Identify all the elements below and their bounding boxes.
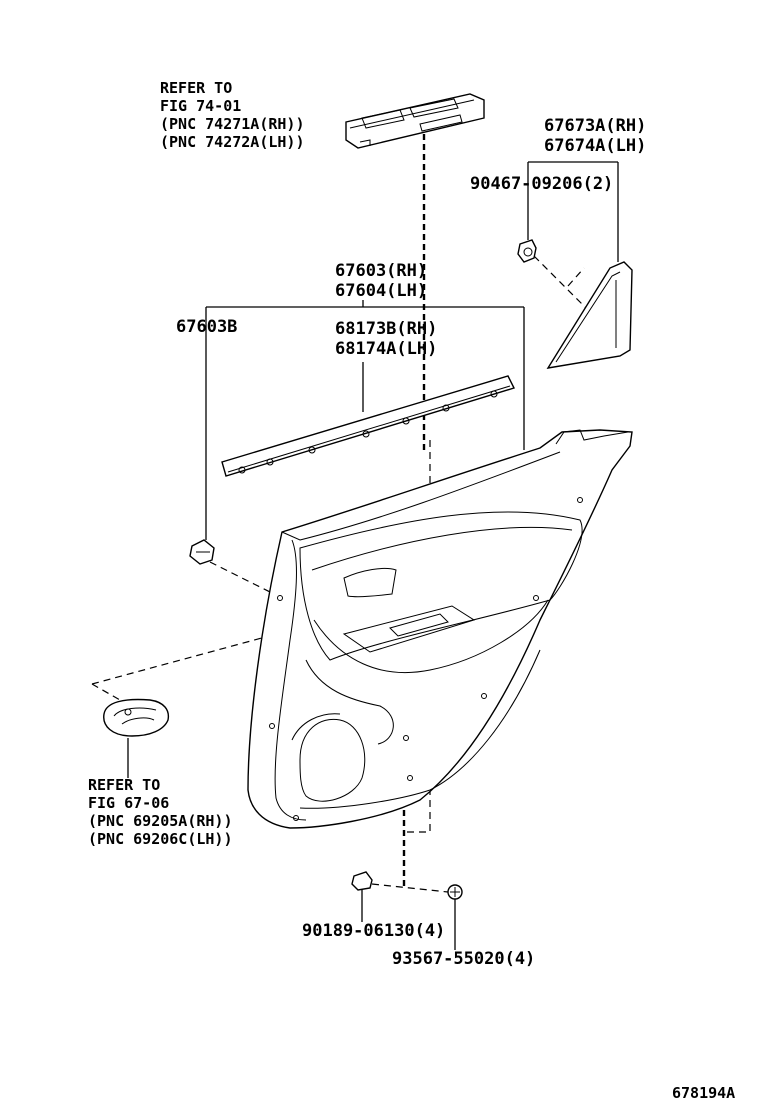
figure-id: 678194A xyxy=(672,1084,735,1102)
refer-bottom-line4: (PNC 69206C(LH)) xyxy=(88,830,233,848)
part-label-68173b: 68173B(RH) xyxy=(335,319,437,339)
part-label-93567: 93567-55020(4) xyxy=(392,949,535,969)
part-label-68174a: 68174A(LH) xyxy=(335,339,437,359)
clip-67603b xyxy=(189,539,215,565)
refer-bottom-line3: (PNC 69205A(RH)) xyxy=(88,812,233,830)
weatherstrip xyxy=(221,375,515,477)
door-trim-board xyxy=(247,429,633,829)
label-refer-bottom: REFER TO FIG 67-06 (PNC 69205A(RH)) (PNC… xyxy=(88,776,233,848)
inside-door-handle xyxy=(103,698,170,737)
part-label-90189: 90189-06130(4) xyxy=(302,921,445,941)
part-label-67603b: 67603B xyxy=(176,317,237,337)
part-label-67674a: 67674A(LH) xyxy=(544,136,646,156)
part-label-67673a: 67673A(RH) xyxy=(544,116,646,136)
refer-top-line4: (PNC 74272A(LH)) xyxy=(160,133,305,151)
part-label-67603rh: 67603(RH) xyxy=(335,261,427,281)
refer-top-line2: FIG 74-01 xyxy=(160,97,241,115)
clip-90467 xyxy=(517,239,537,263)
door-garnish xyxy=(546,261,633,369)
part-label-90467: 90467-09206(2) xyxy=(470,174,613,194)
power-window-switch-base xyxy=(345,93,485,149)
refer-top-line3: (PNC 74271A(RH)) xyxy=(160,115,305,133)
clip-90189 xyxy=(351,871,373,891)
leader-lines xyxy=(127,161,619,950)
part-label-67604lh: 67604(LH) xyxy=(335,281,427,301)
label-refer-top: REFER TO FIG 74-01 (PNC 74271A(RH)) (PNC… xyxy=(160,79,305,151)
refer-top-line1: REFER TO xyxy=(160,79,232,97)
refer-bottom-line1: REFER TO xyxy=(88,776,160,794)
refer-bottom-line2: FIG 67-06 xyxy=(88,794,169,812)
screw-93567 xyxy=(447,884,463,900)
